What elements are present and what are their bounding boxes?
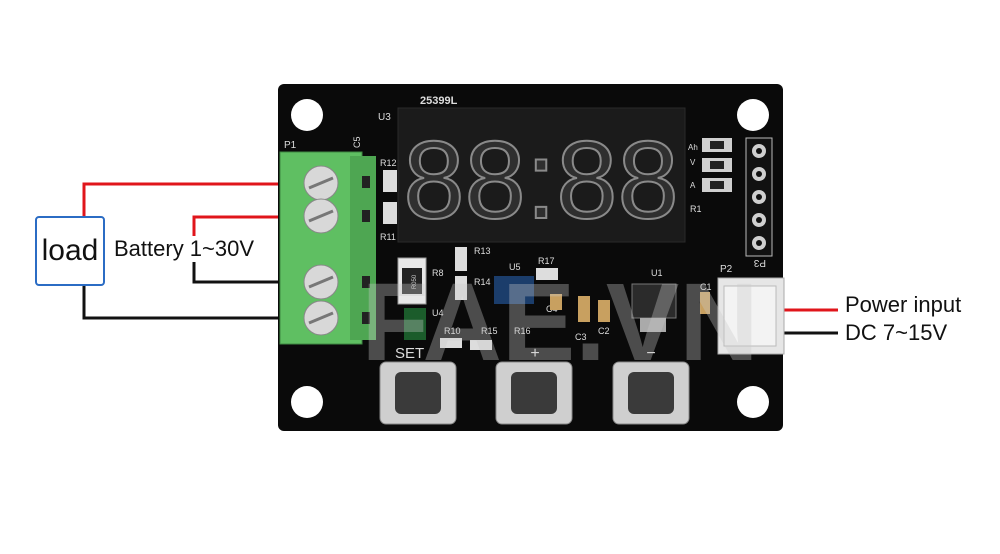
label-led-v: V [690,158,696,167]
label-c3: C3 [575,332,587,342]
label-c1: C1 [700,282,712,292]
mounting-hole-br [737,386,769,418]
power-input-label: Power input [845,292,962,317]
battery-black-wire [192,262,300,284]
label-u4: U4 [432,308,444,318]
label-r16: R16 [514,326,531,336]
mounting-hole-bl [291,386,323,418]
load-box: load [35,216,105,286]
r14-part [455,276,467,300]
button-label-plus: + [530,345,539,362]
load-red-wire [82,182,300,216]
set-button[interactable] [379,361,457,425]
watermark: FAE.VN [361,261,758,384]
label-r050: R050 [412,274,418,289]
r10-part [440,338,462,348]
button-label-minus: − [646,345,655,362]
c2-part [598,300,610,322]
r12-part [383,170,397,192]
c3-part [578,296,590,322]
label-p1: P1 [284,140,297,151]
minus-button[interactable] [612,361,690,425]
power-dc-label: DC 7~15V [845,320,948,345]
label-r8: R8 [432,268,444,278]
label-c2: C2 [598,326,610,336]
c1-part [700,292,710,314]
terminal-block-p1 [279,151,376,345]
regulator-u1 [631,283,677,319]
mounting-hole-tr [737,99,769,131]
ic-u4 [404,308,426,340]
id-code: 25399L [420,95,458,107]
battery-red-wire [192,215,300,236]
label-u5: U5 [509,262,521,272]
label-p3: P3 [753,257,766,268]
label-r10: R10 [444,326,461,336]
label-r14: R14 [474,277,491,287]
button-label-set: SET [395,345,424,362]
r11-part [383,202,397,224]
battery-label: Battery 1~30V [114,236,255,261]
label-r11: R11 [380,232,396,242]
label-led-ah: Ah [688,143,698,152]
label-r15: R15 [481,326,498,336]
r15-part [470,340,492,350]
label-u1: U1 [651,268,663,278]
r13-part [455,247,467,271]
label-c5: C5 [352,136,362,148]
label-r17: R17 [538,256,555,266]
r17-part [536,268,558,280]
led-display [397,107,686,243]
label-led-a: A [690,181,696,190]
label-r1: R1 [690,204,702,214]
label-r12: R12 [380,158,397,168]
display-digits: 88:88 [403,119,678,242]
load-black-wire [82,286,300,320]
label-r13: R13 [474,246,491,256]
label-u3: U3 [378,112,391,123]
load-label: load [41,234,99,267]
mounting-hole-tl [291,99,323,131]
plus-button[interactable] [495,361,573,425]
ic-u5 [494,276,534,304]
label-p2: P2 [720,264,733,275]
c4-part [550,294,562,310]
